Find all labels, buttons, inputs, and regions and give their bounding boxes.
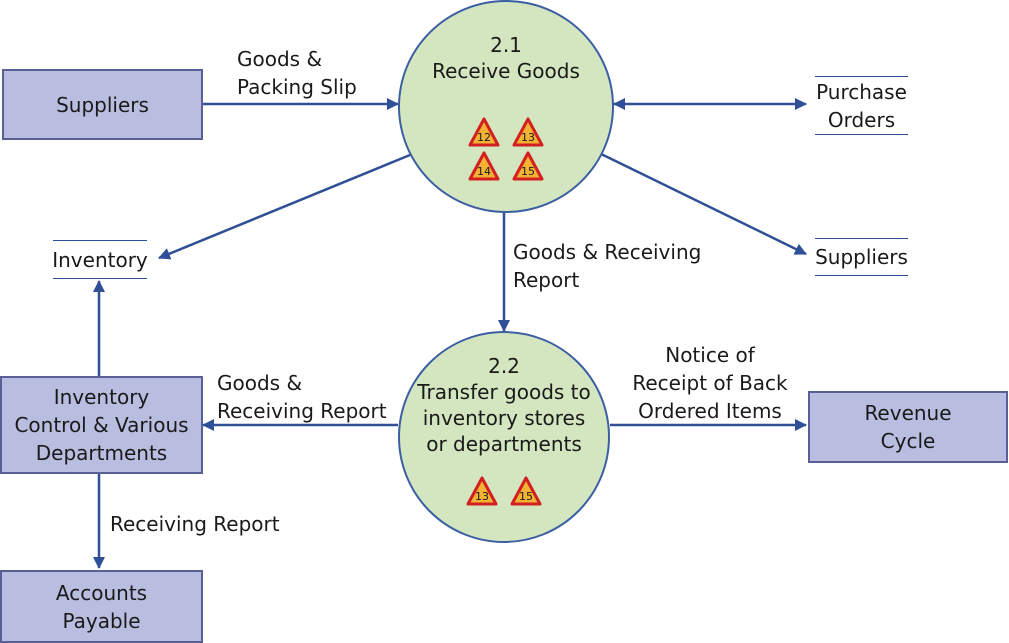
entity-revenue-cycle: Revenue Cycle — [808, 391, 1008, 463]
process-name-line: or departments — [426, 432, 582, 456]
entity-suppliers-label: Suppliers — [56, 92, 149, 117]
store-suppliers-label: Suppliers — [815, 245, 908, 269]
entity-suppliers: Suppliers — [2, 69, 203, 140]
process-receive-goods-label: 2.1 Receive Goods — [400, 32, 612, 84]
risk-number: 13 — [521, 131, 535, 144]
risk-number: 14 — [477, 165, 491, 178]
entity-accounts-payable: Accounts Payable — [0, 570, 203, 643]
warning-triangle-icon: 13 — [512, 117, 544, 147]
store-inventory: Inventory — [52, 240, 148, 279]
warning-triangle-icon: 15 — [510, 476, 542, 506]
risk-number: 12 — [477, 131, 491, 144]
entity-inventory-control-label: Inventory Control & Various Departments — [14, 385, 189, 465]
process-transfer-goods: 2.2 Transfer goods to inventory stores o… — [398, 331, 610, 543]
store-purchase-orders-label: Purchase Orders — [816, 79, 907, 132]
flow-label-goods-receiving-report-down: Goods & Receiving Report — [513, 240, 702, 292]
flow-label-goods-packing-slip: Goods & Packing Slip — [237, 47, 357, 99]
entity-revenue-cycle-label: Revenue Cycle — [864, 401, 952, 453]
store-purchase-orders: Purchase Orders — [815, 76, 908, 135]
risk-number: 15 — [519, 490, 533, 503]
process-receive-goods: 2.1 Receive Goods 12 13 14 15 — [398, 0, 614, 213]
process-number: 2.1 — [490, 33, 522, 57]
warning-triangle-icon: 13 — [466, 476, 498, 506]
process-name: Receive Goods — [432, 59, 580, 83]
warning-triangle-icon: 12 — [468, 117, 500, 147]
entity-accounts-payable-label: Accounts Payable — [55, 580, 148, 633]
flow-label-receiving-report: Receiving Report — [110, 512, 280, 536]
process-number: 2.2 — [488, 354, 520, 378]
arrow-receive-to-inventory-store — [158, 153, 411, 260]
flow-label-goods-receiving-report-left: Goods & Receiving Report — [217, 371, 387, 423]
process-name-line: Transfer goods to — [417, 380, 591, 404]
risk-icons: 13 15 — [400, 476, 608, 506]
flow-label-notice-back-ordered: Notice of Receipt of Back Ordered Items — [632, 343, 788, 423]
warning-triangle-icon: 15 — [512, 151, 544, 181]
store-suppliers: Suppliers — [815, 238, 908, 276]
risk-number: 15 — [521, 165, 535, 178]
process-transfer-goods-label: 2.2 Transfer goods to inventory stores o… — [400, 353, 608, 457]
process-name-line: inventory stores — [422, 406, 586, 430]
risk-number: 13 — [475, 490, 489, 503]
warning-triangle-icon: 14 — [468, 151, 500, 181]
entity-inventory-control: Inventory Control & Various Departments — [0, 376, 203, 474]
risk-icons: 12 13 14 15 — [400, 117, 612, 181]
arrow-receive-to-suppliers-store — [596, 150, 807, 256]
store-inventory-label: Inventory — [52, 247, 148, 272]
